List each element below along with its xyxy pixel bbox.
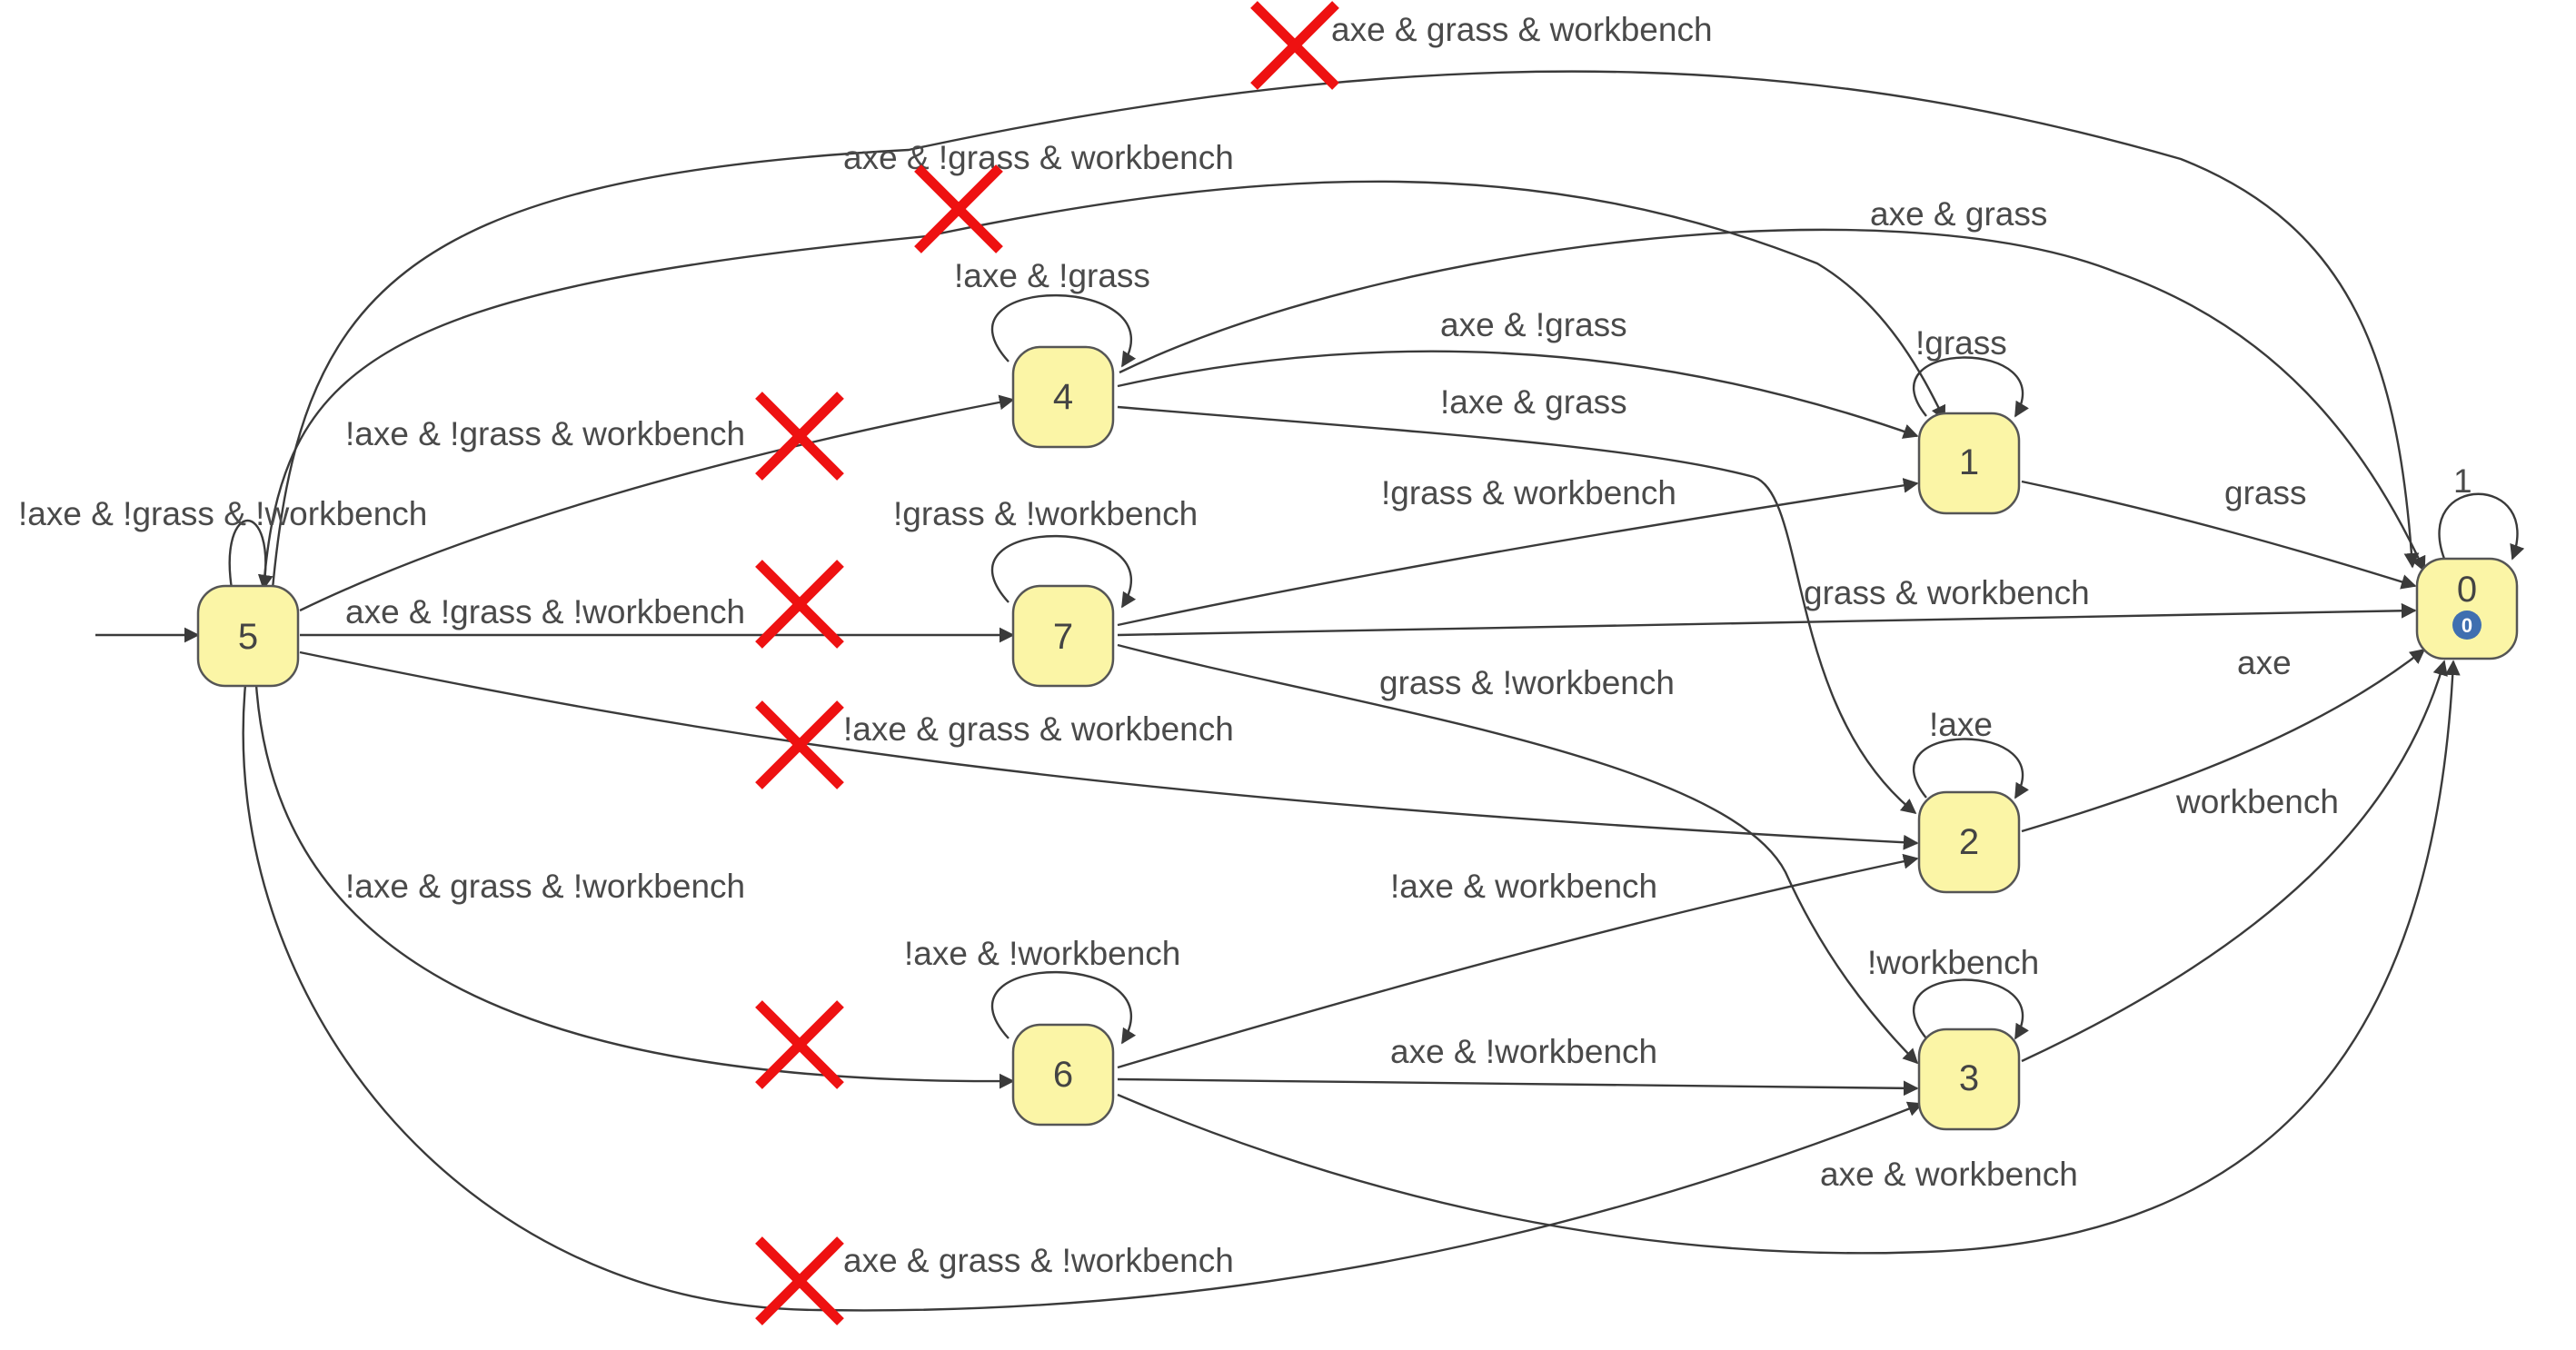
edge-6-3: [1117, 1077, 1919, 1097]
edge-7-0: [1117, 602, 2417, 637]
state-7[interactable]: 7: [1011, 584, 1115, 688]
edge-labels: !axe & !grass & !workbench axe & grass &…: [18, 11, 2472, 1279]
state-3-label: 3: [1959, 1058, 1979, 1098]
label-5-7: axe & !grass & !workbench: [345, 593, 745, 630]
state-0[interactable]: 0 0: [2415, 557, 2519, 660]
accepting-badge-label: 0: [2462, 614, 2472, 637]
label-2-0: axe: [2237, 644, 2292, 681]
label-7-0: grass & workbench: [1804, 574, 2090, 611]
label-5-5: !axe & !grass & !workbench: [18, 495, 427, 532]
edge-4-0: [1119, 228, 2426, 572]
edge-5-3: [242, 684, 1924, 1312]
edge-1-1: [1912, 356, 2029, 418]
label-5-1: axe & !grass & workbench: [843, 139, 1234, 176]
edge-4-2: [1117, 405, 1917, 815]
label-5-4: !axe & !grass & workbench: [345, 415, 745, 452]
edge-6-0: [1117, 660, 2461, 1255]
state-7-label: 7: [1053, 617, 1073, 657]
label-3-3: !workbench: [1867, 944, 2039, 981]
label-4-2: !axe & grass: [1440, 383, 1627, 421]
label-7-3: grass & !workbench: [1379, 664, 1675, 701]
edge-7-7: [990, 534, 1137, 609]
state-4[interactable]: 4: [1011, 345, 1115, 449]
state-1[interactable]: 1: [1917, 412, 2021, 515]
edge-2-2: [1912, 738, 2029, 799]
state-1-label: 1: [1959, 442, 1979, 482]
accepting-badge-icon: [2452, 610, 2482, 640]
edge-4-1: [1117, 350, 1919, 439]
label-4-0: axe & grass: [1870, 195, 2047, 233]
edges: [95, 70, 2525, 1312]
edge-5-6: [254, 684, 1015, 1089]
label-5-6: !axe & grass & !workbench: [345, 868, 745, 905]
label-7-1: !grass & workbench: [1381, 474, 1676, 511]
edge-5-1: [262, 180, 1946, 590]
cross-mark-5-1: [914, 164, 1003, 253]
label-5-0: axe & grass & workbench: [1331, 11, 1713, 48]
edge-6-2: [1117, 853, 1919, 1069]
edge-7-1: [1117, 478, 1919, 627]
state-5[interactable]: 5: [196, 584, 300, 688]
edge-2-0: [2021, 648, 2426, 833]
cross-mark-5-7: [755, 560, 844, 649]
state-4-label: 4: [1053, 377, 1073, 417]
edge-5-2: [299, 650, 1919, 850]
label-1-1: !grass: [1915, 324, 2007, 362]
label-0-0: 1: [2453, 462, 2472, 500]
cross-marks: [755, 1, 1339, 1325]
edge-7-3: [1117, 643, 1919, 1065]
state-2-label: 2: [1959, 822, 1979, 862]
label-6-3: axe & !workbench: [1390, 1033, 1657, 1070]
edge-5-5: [228, 520, 274, 591]
edge-3-3: [1912, 978, 2029, 1040]
label-1-0: grass: [2224, 474, 2306, 511]
edge-5-4: [299, 394, 1015, 612]
cross-mark-5-6: [755, 1000, 844, 1089]
label-5-2: !axe & grass & workbench: [843, 710, 1234, 748]
state-6-label: 6: [1053, 1055, 1073, 1095]
label-6-2: !axe & workbench: [1390, 868, 1657, 905]
label-6-6: !axe & !workbench: [904, 935, 1180, 972]
states: 5 4 7 6 1 2 3 0 0: [196, 345, 2519, 1131]
edge-1-0: [2021, 480, 2417, 590]
state-2[interactable]: 2: [1917, 790, 2021, 894]
label-2-2: !axe: [1929, 706, 1993, 743]
state-5-label: 5: [238, 617, 258, 657]
cross-mark-5-0: [1250, 1, 1339, 90]
edge-3-0: [2021, 660, 2448, 1063]
edge-4-4: [990, 293, 1137, 368]
cross-mark-5-3: [755, 1236, 844, 1325]
state-3[interactable]: 3: [1917, 1027, 2021, 1131]
label-3-0: workbench: [2175, 783, 2339, 820]
label-6-0: axe & workbench: [1820, 1156, 2078, 1193]
edge-6-6: [990, 970, 1137, 1045]
label-4-1: axe & !grass: [1440, 306, 1627, 343]
label-7-7: !grass & !workbench: [893, 495, 1198, 532]
cross-mark-5-2: [755, 700, 844, 789]
state-6[interactable]: 6: [1011, 1023, 1115, 1127]
edge-5-0: [271, 70, 2420, 590]
edge-0-0: [2438, 492, 2525, 561]
state-0-label: 0: [2457, 570, 2477, 610]
label-5-3: axe & grass & !workbench: [843, 1242, 1234, 1279]
label-4-4: !axe & !grass: [954, 257, 1150, 294]
cross-mark-5-4: [755, 392, 844, 481]
